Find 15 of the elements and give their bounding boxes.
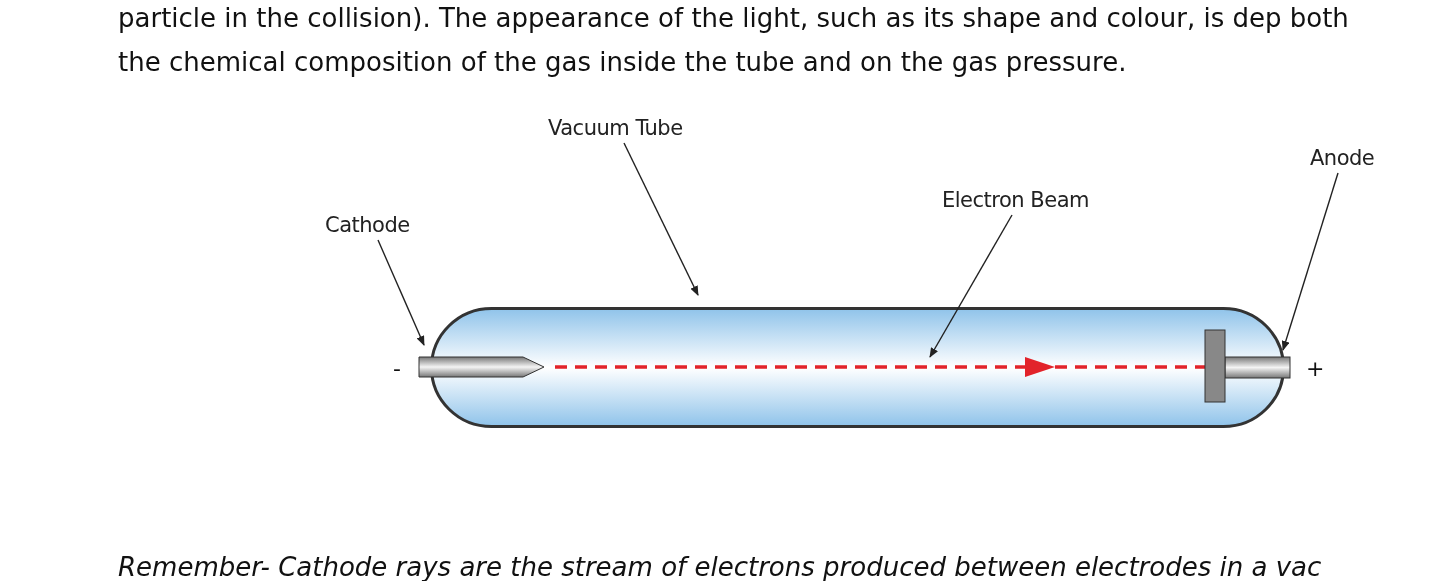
leader-line xyxy=(929,214,1013,358)
paragraph-text: particle in the collision). The appearance of the light, such as its shape and colour, is dep both the chemical composition of the gas inside the tube and on the gas pressure. xyxy=(118,2,1350,79)
part-label: Anode xyxy=(1310,146,1390,172)
electron-beam-drawing xyxy=(555,356,1207,378)
leader-line xyxy=(1281,172,1339,351)
part-label: Cathode xyxy=(325,213,427,239)
leader-line xyxy=(377,239,425,346)
part-label: Vacuum Tube xyxy=(548,116,706,142)
cathode-drawing xyxy=(418,355,546,379)
polarity-sign: + xyxy=(1306,356,1325,381)
part-label: Electron Beam xyxy=(942,188,1112,214)
leader-line xyxy=(623,142,699,296)
anode-drawing xyxy=(1203,329,1291,403)
polarity-sign: - xyxy=(393,356,401,381)
note-text: Remember- Cathode rays are the stream of electrons produced between electrodes in a vac xyxy=(118,552,1322,581)
